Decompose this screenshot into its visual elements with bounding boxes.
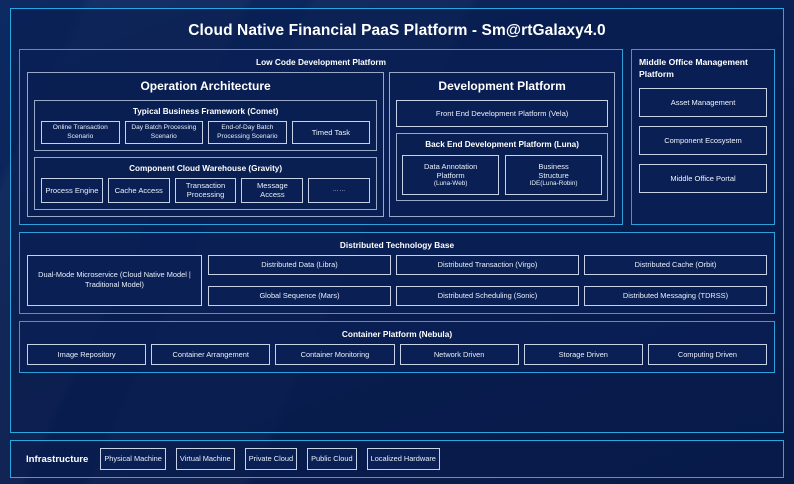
cell-distributed-messaging[interactable]: Distributed Messaging (TDRSS) — [584, 285, 767, 306]
box-component-cloud-warehouse: Component Cloud Warehouse (Gravity) Proc… — [34, 157, 378, 210]
top-region: Low Code Development Platform Operation … — [19, 49, 775, 225]
section-distributed-technology-base: Distributed Technology Base Dual-Mode Mi… — [19, 231, 775, 314]
cell-online-transaction-scenario[interactable]: Online Transaction Scenario — [41, 121, 120, 144]
cell-transaction-processing[interactable]: Transaction Processing — [174, 178, 237, 203]
cell-dual-mode-microservice[interactable]: Dual-Mode Microservice (Cloud Native Mod… — [27, 254, 202, 306]
cell-global-sequence[interactable]: Global Sequence (Mars) — [208, 285, 391, 306]
cell-image-repository[interactable]: Image Repository — [27, 343, 147, 365]
box-operation-architecture: Operation Architecture Typical Business … — [27, 72, 385, 217]
data-annotation-line2: Platform — [436, 171, 465, 181]
business-structure-line3: IDE(Luna-Robin) — [529, 180, 578, 188]
cell-component-ecosystem[interactable]: Component Ecosystem — [639, 126, 767, 156]
cell-distributed-cache[interactable]: Distributed Cache (Orbit) — [584, 254, 767, 275]
distributed-base-grid: Distributed Data (Libra) Distributed Tra… — [208, 254, 767, 306]
middle-office-title: Middle Office Management Platform — [639, 57, 748, 79]
business-framework-title: Typical Business Framework (Comet) — [132, 107, 279, 116]
distributed-base-row-2: Global Sequence (Mars) Distributed Sched… — [208, 285, 767, 306]
business-framework-items: Online Transaction Scenario Day Batch Pr… — [41, 121, 371, 144]
cell-private-cloud[interactable]: Private Cloud — [244, 448, 298, 470]
distributed-base-row-1: Distributed Data (Libra) Distributed Tra… — [208, 254, 767, 275]
business-structure-line2: Structure — [538, 171, 569, 181]
box-typical-business-framework: Typical Business Framework (Comet) Onlin… — [34, 100, 378, 151]
box-back-end-development-platform: Back End Development Platform (Luna) Dat… — [396, 133, 608, 201]
distributed-base-highlight-wrap: Dual-Mode Microservice (Cloud Native Mod… — [27, 254, 202, 306]
cell-distributed-scheduling[interactable]: Distributed Scheduling (Sonic) — [396, 285, 579, 306]
data-annotation-line3: (Luna-Web) — [433, 180, 468, 188]
cell-computing-driven[interactable]: Computing Driven — [647, 343, 768, 365]
cell-network-driven[interactable]: Network Driven — [399, 343, 519, 365]
section-infrastructure: Infrastructure Physical Machine Virtual … — [10, 440, 784, 478]
cell-message-access[interactable]: Message Access — [241, 178, 304, 203]
component-warehouse-items: Process Engine Cache Access Transaction … — [41, 178, 371, 203]
business-structure-line1: Business — [538, 161, 569, 171]
cell-more-ellipsis[interactable]: …… — [308, 178, 371, 203]
cell-process-engine[interactable]: Process Engine — [41, 178, 103, 203]
section-container-platform: Container Platform (Nebula) Image Reposi… — [19, 320, 775, 373]
cell-public-cloud[interactable]: Public Cloud — [307, 448, 357, 470]
container-platform-items: Image Repository Container Arrangement C… — [27, 343, 768, 365]
cell-distributed-data[interactable]: Distributed Data (Libra) — [208, 254, 391, 275]
section-low-code-development-platform: Low Code Development Platform Operation … — [19, 49, 623, 225]
cell-front-end-development-platform[interactable]: Front End Development Platform (Vela) — [396, 100, 608, 127]
distributed-base-body: Dual-Mode Microservice (Cloud Native Mod… — [27, 254, 767, 306]
section-middle-office-management-platform: Middle Office Management Platform Asset … — [631, 49, 775, 225]
low-code-columns: Operation Architecture Typical Business … — [27, 72, 615, 217]
operation-architecture-title: Operation Architecture — [140, 79, 271, 93]
cell-distributed-transaction[interactable]: Distributed Transaction (Virgo) — [396, 254, 579, 275]
cell-asset-management[interactable]: Asset Management — [639, 88, 767, 118]
cell-end-of-day-batch-processing-scenario[interactable]: End-of-Day Batch Processing Scenario — [208, 121, 287, 144]
cell-cache-access[interactable]: Cache Access — [107, 178, 170, 203]
back-end-title: Back End Development Platform (Luna) — [425, 140, 579, 149]
infrastructure-items: Physical Machine Virtual Machine Private… — [100, 448, 774, 470]
infrastructure-label: Infrastructure — [26, 453, 89, 465]
distributed-base-title: Distributed Technology Base — [339, 239, 455, 250]
cell-middle-office-portal[interactable]: Middle Office Portal — [639, 164, 767, 194]
cell-day-batch-processing-scenario[interactable]: Day Batch Processing Scenario — [124, 121, 204, 144]
component-warehouse-title: Component Cloud Warehouse (Gravity) — [129, 164, 283, 173]
cell-virtual-machine[interactable]: Virtual Machine — [175, 448, 235, 470]
box-development-platform: Development Platform Front End Developme… — [389, 72, 615, 217]
cell-physical-machine[interactable]: Physical Machine — [100, 448, 166, 470]
cell-timed-task[interactable]: Timed Task — [291, 121, 371, 144]
container-platform-title: Container Platform (Nebula) — [341, 328, 453, 339]
cell-data-annotation-platform[interactable]: Data Annotation Platform (Luna-Web) — [402, 155, 500, 195]
low-code-title: Low Code Development Platform — [256, 57, 386, 67]
cell-storage-driven[interactable]: Storage Driven — [523, 343, 643, 365]
page-title: Cloud Native Financial PaaS Platform - S… — [188, 22, 606, 39]
cell-container-arrangement[interactable]: Container Arrangement — [151, 343, 271, 365]
platform-frame: Cloud Native Financial PaaS Platform - S… — [10, 8, 784, 433]
back-end-items: Data Annotation Platform (Luna-Web) Busi… — [402, 155, 603, 195]
data-annotation-line1: Data Annotation — [423, 161, 478, 171]
middle-office-items: Asset Management Component Ecosystem Mid… — [639, 88, 767, 194]
development-platform-title: Development Platform — [438, 79, 566, 93]
cell-container-monitoring[interactable]: Container Monitoring — [275, 343, 395, 365]
cell-localized-hardware[interactable]: Localized Hardware — [366, 448, 440, 470]
cell-business-structure-ide[interactable]: Business Structure IDE(Luna-Robin) — [505, 155, 603, 195]
